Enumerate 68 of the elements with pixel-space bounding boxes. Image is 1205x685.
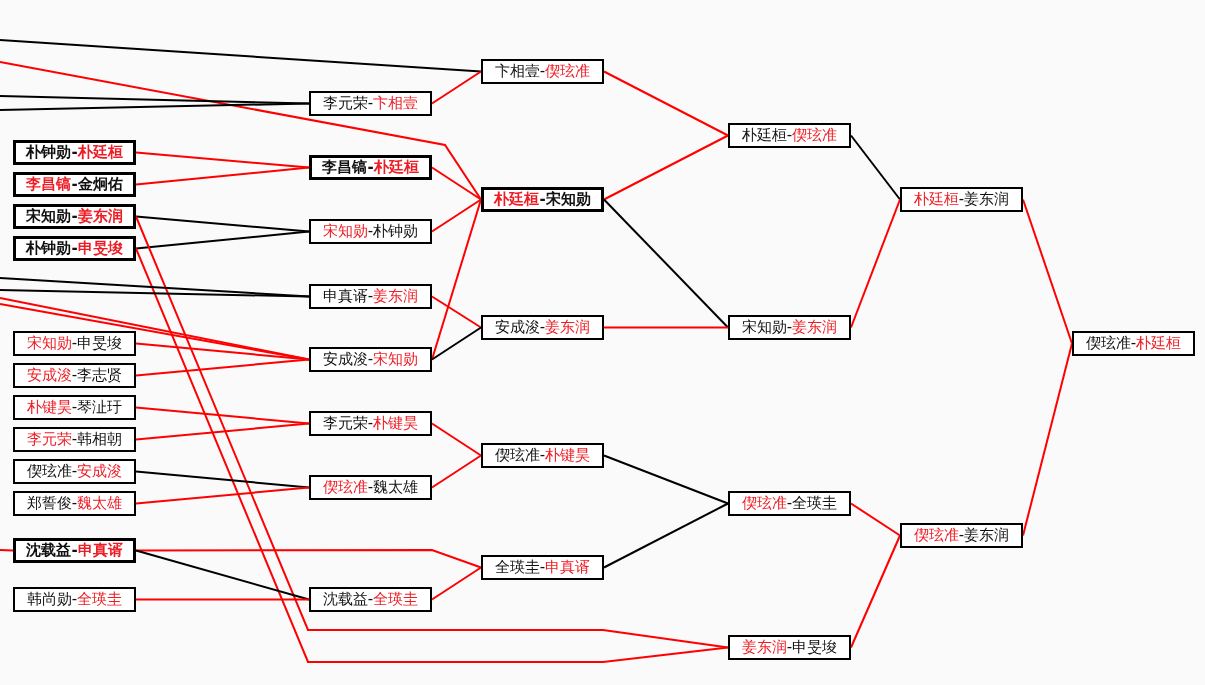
connector-line bbox=[850, 534, 901, 649]
connector-line bbox=[0, 549, 14, 552]
connector-line bbox=[603, 454, 729, 505]
match-box: 安成浚-姜东润 bbox=[481, 315, 604, 340]
connector-line bbox=[135, 422, 310, 441]
connector-line bbox=[135, 230, 310, 250]
connector-line bbox=[431, 166, 482, 201]
connector-line bbox=[0, 102, 310, 111]
connector-line bbox=[135, 549, 482, 569]
match-box: 宋知勋-申旻埈 bbox=[13, 331, 136, 356]
connector-line bbox=[135, 598, 310, 601]
connector-line bbox=[135, 406, 310, 425]
match-box: 李昌镐-金炯佑 bbox=[13, 172, 136, 197]
connector-line bbox=[431, 295, 482, 329]
match-box: 李元荣-卞相壹 bbox=[309, 91, 432, 116]
connector-line bbox=[603, 198, 729, 329]
connector-line bbox=[431, 70, 482, 105]
connector-line bbox=[603, 134, 729, 201]
match-box: 安成浚-宋知勋 bbox=[309, 347, 432, 372]
match-box: 朴钟勋-朴廷桓 bbox=[13, 140, 136, 165]
match-box: 全瑛圭-申真谞 bbox=[481, 555, 604, 580]
match-box: 李元荣-朴键昊 bbox=[309, 411, 432, 436]
match-box: 姜东润-申旻埈 bbox=[728, 635, 851, 660]
match-box: 安成浚-李志贤 bbox=[13, 363, 136, 388]
connector-line bbox=[431, 198, 482, 233]
connector-line bbox=[0, 61, 482, 201]
connector-line bbox=[0, 39, 482, 73]
match-box: 郑誓俊-魏太雄 bbox=[13, 491, 136, 516]
match-box: 偰玹准-魏太雄 bbox=[309, 475, 432, 500]
connector-line bbox=[431, 422, 482, 457]
match-box: 沈载益-申真谞 bbox=[13, 538, 136, 563]
connector-line bbox=[603, 502, 729, 569]
match-box: 偰玹准-安成浚 bbox=[13, 459, 136, 484]
connector-line bbox=[135, 215, 310, 233]
match-box: 宋知勋-姜东润 bbox=[13, 204, 136, 229]
connector-line bbox=[135, 549, 310, 601]
match-box: 偰玹准-姜东润 bbox=[900, 523, 1023, 548]
connector-line bbox=[135, 166, 310, 186]
connector-line bbox=[135, 470, 310, 489]
connector-line bbox=[431, 566, 482, 601]
match-box: 宋知勋-朴钟勋 bbox=[309, 219, 432, 244]
match-box: 韩尚勋-全瑛圭 bbox=[13, 587, 136, 612]
match-box: 朴廷桓-宋知勋 bbox=[481, 187, 604, 212]
match-box: 偰玹准-全瑛圭 bbox=[728, 491, 851, 516]
connector-line bbox=[135, 486, 310, 505]
connector-line bbox=[0, 95, 310, 105]
match-box: 沈载益-全瑛圭 bbox=[309, 587, 432, 612]
connector-line bbox=[850, 134, 901, 201]
connector-line bbox=[850, 502, 901, 537]
match-box: 偰玹准-朴键昊 bbox=[481, 443, 604, 468]
match-box: 朴键昊-琴沚玗 bbox=[13, 395, 136, 420]
match-box: 偰玹准-朴廷桓 bbox=[1072, 331, 1195, 356]
match-box: 宋知勋-姜东润 bbox=[728, 315, 851, 340]
connector-line bbox=[0, 289, 310, 298]
connector-line bbox=[135, 358, 310, 377]
connector-line bbox=[135, 151, 310, 169]
connector-line bbox=[431, 454, 482, 489]
match-box: 朴廷桓-姜东润 bbox=[900, 187, 1023, 212]
match-box: 李元荣-韩相朝 bbox=[13, 427, 136, 452]
connector-line bbox=[135, 342, 310, 361]
match-box: 申真谞-姜东润 bbox=[309, 284, 432, 309]
connector-line bbox=[603, 70, 729, 137]
match-box: 朴钟勋-申旻埈 bbox=[13, 236, 136, 261]
match-box: 卞相壹-偰玹准 bbox=[481, 59, 604, 84]
connector-line bbox=[431, 326, 482, 361]
match-box: 朴廷桓-偰玹准 bbox=[728, 123, 851, 148]
match-box: 李昌镐-朴廷桓 bbox=[309, 155, 432, 180]
connector-line bbox=[603, 326, 729, 329]
